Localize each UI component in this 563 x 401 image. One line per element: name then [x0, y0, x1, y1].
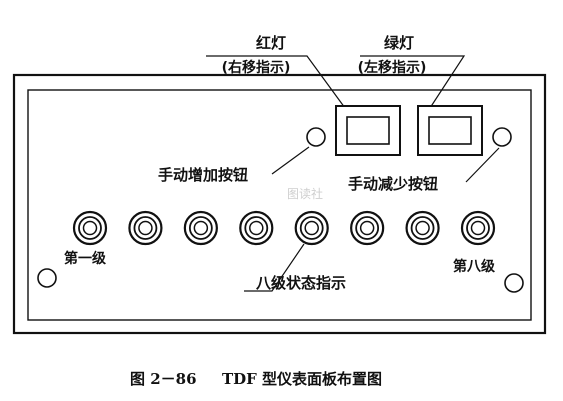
manual-increase-label: 手动增加按钮: [158, 166, 248, 184]
manual-decrease-button[interactable]: [492, 127, 512, 147]
panel-frame: [12, 73, 547, 335]
level-eighth-label: 第八级: [453, 258, 496, 275]
manual-decrease-label: 手动减少按钮: [348, 175, 438, 193]
mounting-hole-left: [37, 268, 57, 288]
panel-outer-border: [12, 73, 547, 335]
manual-increase-leader: [271, 146, 310, 175]
red-light-note: (右移指示): [222, 59, 291, 76]
level-indicator-2: [128, 210, 163, 246]
red-light-leader: [206, 55, 346, 109]
panel-inner-border: [27, 89, 532, 321]
mounting-hole-right: [504, 273, 524, 293]
manual-increase-button[interactable]: [306, 127, 326, 147]
red-light-lamp: [335, 105, 401, 156]
level-indicator-6: [350, 210, 385, 246]
figure-number: 图 2－86: [130, 370, 197, 388]
level-indicator-4: [239, 210, 274, 246]
level-indicator-8: [460, 210, 496, 246]
level-indicator-3: [183, 210, 218, 246]
status-indicator-leader: [244, 243, 305, 292]
green-light-label: 绿灯: [384, 34, 414, 52]
green-light-note: (左移指示): [358, 59, 427, 76]
green-light-leader: [360, 55, 466, 109]
figure-title: TDF 型仪表面板布置图: [222, 370, 382, 388]
eight-level-status-label: 八级状态指示: [255, 274, 346, 292]
level-indicator-5: [294, 210, 329, 246]
eight-level-indicators: [72, 210, 496, 246]
watermark-text: 图读社: [287, 186, 323, 201]
manual-decrease-leader: [465, 147, 500, 183]
red-light-label: 红灯: [256, 34, 286, 52]
level-indicator-1: [72, 210, 108, 246]
green-light-lamp: [417, 105, 483, 156]
level-first-label: 第一级: [64, 250, 107, 267]
level-indicator-7: [405, 210, 440, 246]
